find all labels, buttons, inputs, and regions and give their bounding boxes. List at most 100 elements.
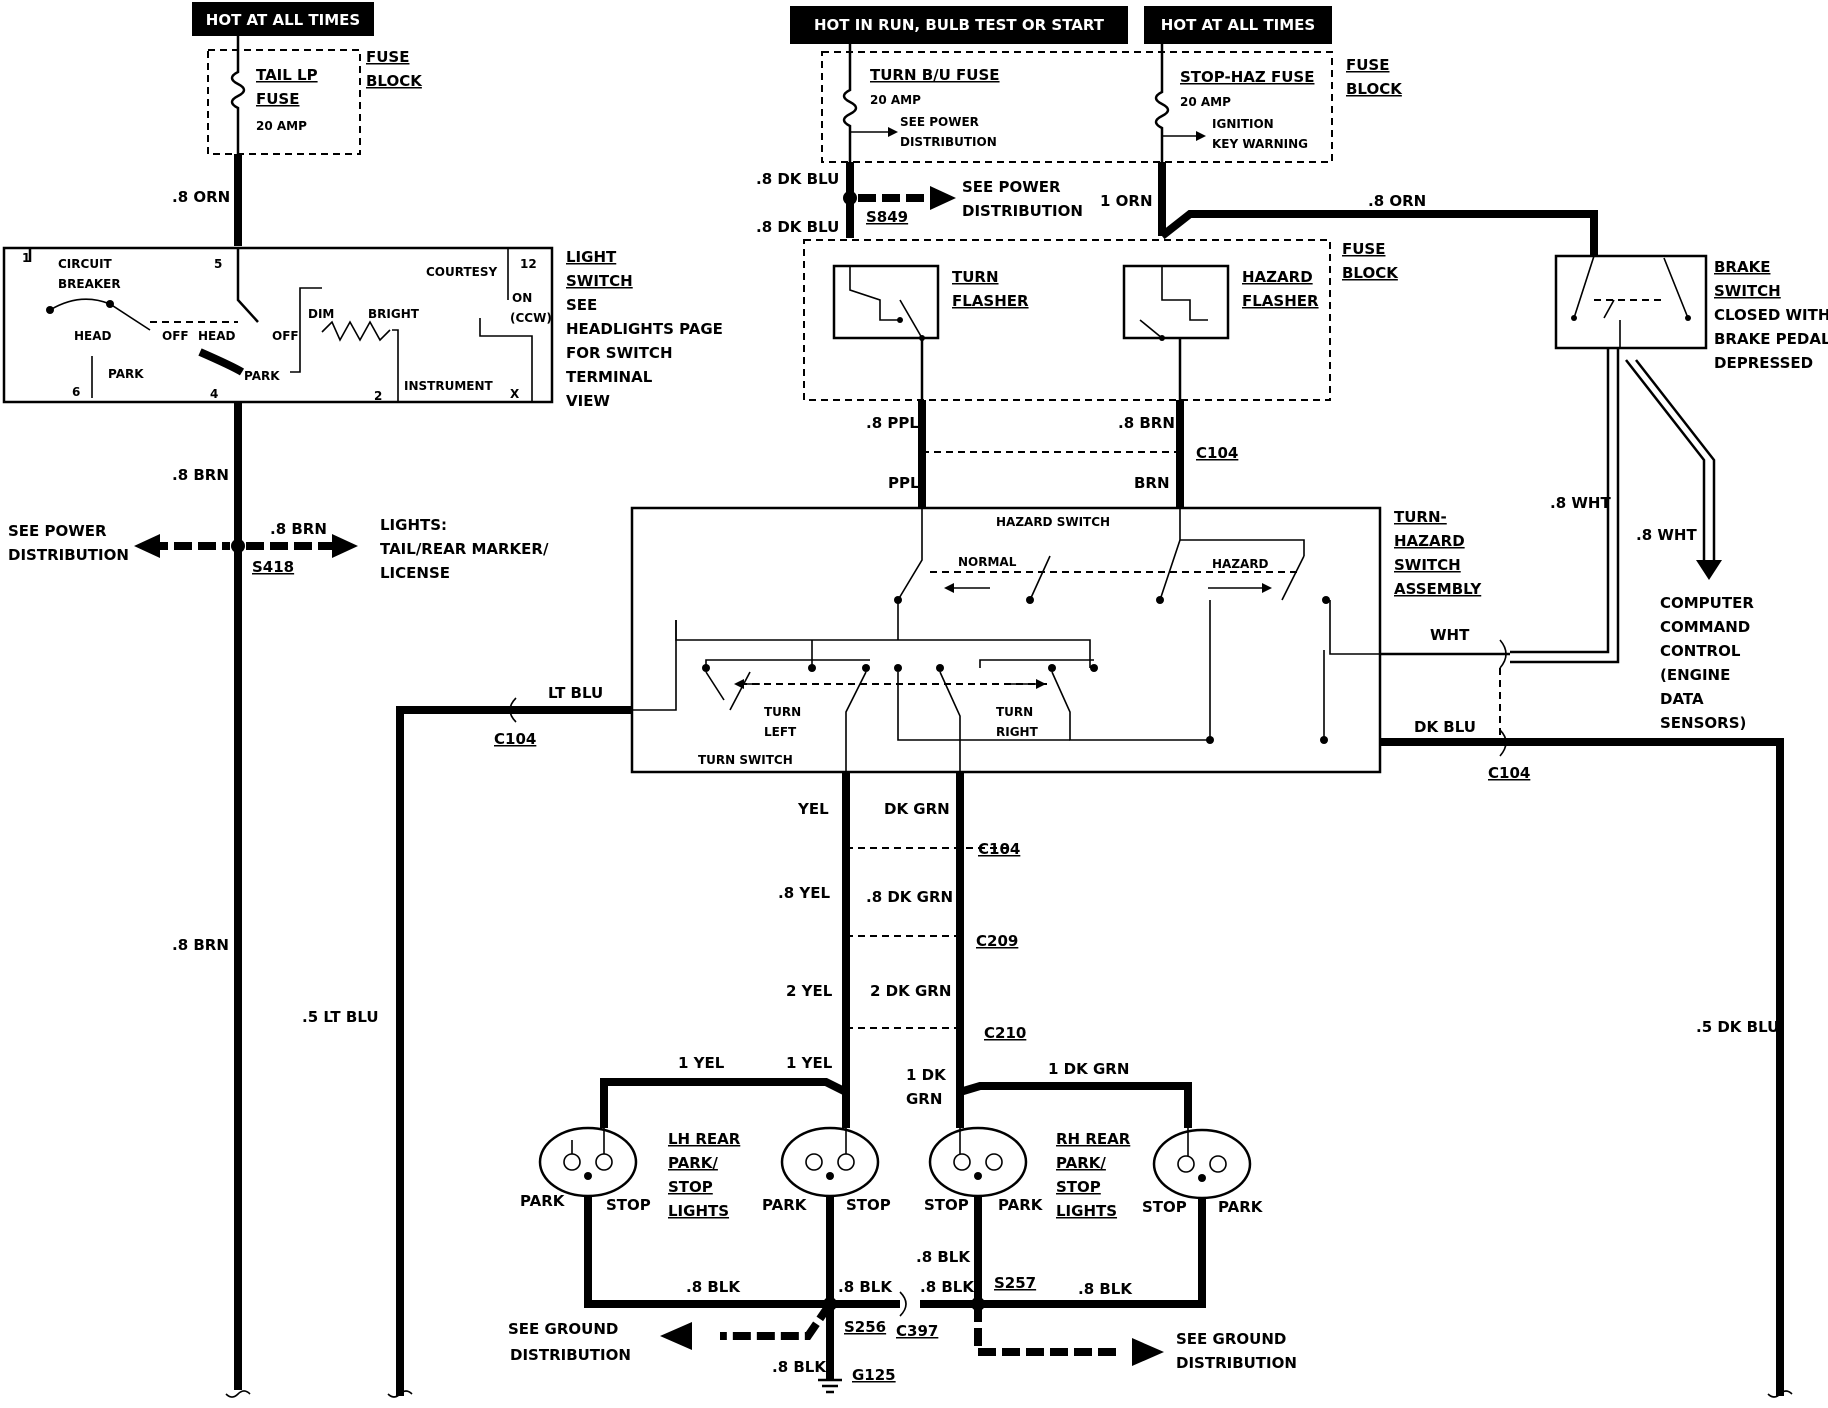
label-brn-8-c: .8 BRN: [172, 936, 229, 954]
wire-wht-a: [1510, 348, 1610, 654]
svg-text:20 AMP: 20 AMP: [1180, 95, 1231, 109]
svg-text:BREAKER: BREAKER: [58, 277, 121, 291]
svg-text:S849: S849: [866, 208, 908, 226]
svg-text:STOP: STOP: [1056, 1178, 1101, 1196]
label-ppl-8: .8 PPL: [866, 414, 919, 432]
svg-text:FUSE: FUSE: [1346, 56, 1389, 74]
label-blk-8-f: .8 BLK: [772, 1358, 827, 1376]
svg-text:SEE POWER: SEE POWER: [900, 115, 979, 129]
see-power-left: SEE POWER: [8, 522, 107, 540]
svg-text:FUSE: FUSE: [366, 48, 409, 66]
svg-text:IGNITION: IGNITION: [1212, 117, 1274, 131]
svg-text:NORMAL: NORMAL: [958, 555, 1017, 569]
svg-text:CONTROL: CONTROL: [1660, 642, 1741, 660]
label-yel-8: .8 YEL: [778, 884, 830, 902]
svg-text:PARK: PARK: [244, 369, 280, 383]
svg-text:ASSEMBLY: ASSEMBLY: [1394, 580, 1482, 598]
svg-text:STOP-HAZ FUSE: STOP-HAZ FUSE: [1180, 68, 1314, 86]
svg-text:HOT AT ALL TIMES: HOT AT ALL TIMES: [206, 11, 360, 29]
label-dkgrn-1-a: 1 DK: [906, 1066, 947, 1084]
splice-s257: S257: [994, 1274, 1036, 1292]
svg-text:FOR SWITCH: FOR SWITCH: [566, 344, 673, 362]
label-orn-8-b: .8 ORN: [1368, 192, 1426, 210]
label-dkblu-8-b: .8 DK BLU: [756, 218, 839, 236]
svg-text:LEFT: LEFT: [764, 725, 797, 739]
wire-ground-right: [974, 1304, 1120, 1356]
wire-wht-a2: [1510, 348, 1620, 664]
svg-text:HAZARD: HAZARD: [1394, 532, 1465, 550]
see-ground-left-2: DISTRIBUTION: [510, 1346, 631, 1364]
svg-text:TERMINAL: TERMINAL: [566, 368, 653, 386]
lh-rear-label: LH REAR PARK/ STOP LIGHTS: [668, 1130, 741, 1220]
wire-wht-b2: [1635, 359, 1716, 560]
see-ground-left: SEE GROUND: [508, 1320, 618, 1338]
wire-1yel-lh: [600, 1078, 848, 1128]
wire-blk-lh: [584, 1196, 830, 1308]
svg-text:FLASHER: FLASHER: [1242, 292, 1319, 310]
svg-text:6: 6: [72, 385, 80, 399]
svg-text:HEAD: HEAD: [198, 329, 236, 343]
svg-text:LIGHTS: LIGHTS: [668, 1202, 729, 1220]
svg-text:HAZARD: HAZARD: [1242, 268, 1313, 286]
svg-text:INSTRUMENT: INSTRUMENT: [404, 379, 494, 393]
svg-text:DISTRIBUTION: DISTRIBUTION: [900, 135, 997, 149]
svg-text:HEADLIGHTS PAGE: HEADLIGHTS PAGE: [566, 320, 723, 338]
label-ltblu: LT BLU: [548, 684, 603, 702]
connector-c397: C397: [896, 1322, 938, 1340]
lights-note-3: LICENSE: [380, 564, 450, 582]
wire-blk-rh: [920, 1198, 1206, 1308]
svg-text:SWITCH: SWITCH: [566, 272, 633, 290]
splice-s256: S256: [844, 1318, 886, 1336]
label-wht-8-b: .8 WHT: [1636, 526, 1697, 544]
turn-hazard-assembly-label: TURN- HAZARD SWITCH ASSEMBLY: [1394, 508, 1482, 598]
svg-text:CLOSED WITH: CLOSED WITH: [1714, 306, 1828, 324]
connector-c104-c: C104: [1488, 764, 1530, 782]
rh-rear-label: RH REAR PARK/ STOP LIGHTS: [1056, 1130, 1131, 1220]
svg-text:STOP: STOP: [1142, 1198, 1187, 1216]
svg-text:TURN SWITCH: TURN SWITCH: [698, 753, 793, 767]
svg-text:BRIGHT: BRIGHT: [368, 307, 420, 321]
svg-text:BLOCK: BLOCK: [1342, 264, 1399, 282]
svg-text:FUSE: FUSE: [256, 90, 299, 108]
banner-hot-in-run: HOT IN RUN, BULB TEST OR START: [790, 6, 1128, 44]
label-yel: YEL: [797, 800, 829, 818]
svg-text:BLOCK: BLOCK: [1346, 80, 1403, 98]
svg-text:2: 2: [374, 389, 382, 403]
svg-text:5: 5: [214, 257, 222, 271]
svg-text:PARK/: PARK/: [668, 1154, 718, 1172]
label-blk-8-e: .8 BLK: [1078, 1280, 1133, 1298]
svg-text:PARK: PARK: [520, 1192, 566, 1210]
svg-text:PARK/: PARK/: [1056, 1154, 1106, 1172]
svg-text:HOT IN RUN, BULB TEST OR START: HOT IN RUN, BULB TEST OR START: [814, 16, 1105, 34]
fuse-block-top: TURN B/U FUSE 20 AMP SEE POWER DISTRIBUT…: [821, 44, 1403, 163]
label-brn: BRN: [1134, 474, 1170, 492]
label-wht-8-a: .8 WHT: [1550, 494, 1611, 512]
label-ltblu-5: .5 LT BLU: [302, 1008, 379, 1026]
svg-text:PARK: PARK: [1218, 1198, 1264, 1216]
turn-hazard-switch-assembly: HAZARD SWITCH NORMAL HAZARD: [630, 506, 1382, 774]
label-blk-8-b: .8 BLK: [838, 1278, 893, 1296]
lamp-rh-inner: STOP PARK: [924, 1126, 1044, 1214]
label-yel-1-b: 1 YEL: [786, 1054, 833, 1072]
svg-text:STOP: STOP: [668, 1178, 713, 1196]
label-brn-8-a: .8 BRN: [172, 466, 229, 484]
wire-orn-brake: [1159, 210, 1598, 256]
lamp-lh-outer: PARK STOP: [520, 1126, 651, 1214]
svg-text:TURN-: TURN-: [1394, 508, 1447, 526]
label-wht: WHT: [1430, 626, 1470, 644]
label-dkgrn: DK GRN: [884, 800, 950, 818]
fuse-block-mid: FUSE BLOCK: [803, 239, 1399, 401]
lights-note: LIGHTS:: [380, 516, 447, 534]
svg-text:TURN: TURN: [952, 268, 999, 286]
svg-text:(CCW): (CCW): [510, 311, 552, 325]
label-dkblu: DK BLU: [1414, 718, 1476, 736]
label-blk-8-d: .8 BLK: [920, 1278, 975, 1296]
wire-ltblu-left: [396, 706, 632, 1396]
svg-text:SWITCH: SWITCH: [1394, 556, 1461, 574]
svg-text:COURTESY: COURTESY: [426, 265, 497, 279]
see-ground-right: SEE GROUND: [1176, 1330, 1286, 1348]
wire-wht-b: [1625, 359, 1706, 560]
svg-text:DATA: DATA: [1660, 690, 1704, 708]
svg-text:LIGHTS: LIGHTS: [1056, 1202, 1117, 1220]
svg-text:PARK: PARK: [998, 1196, 1044, 1214]
